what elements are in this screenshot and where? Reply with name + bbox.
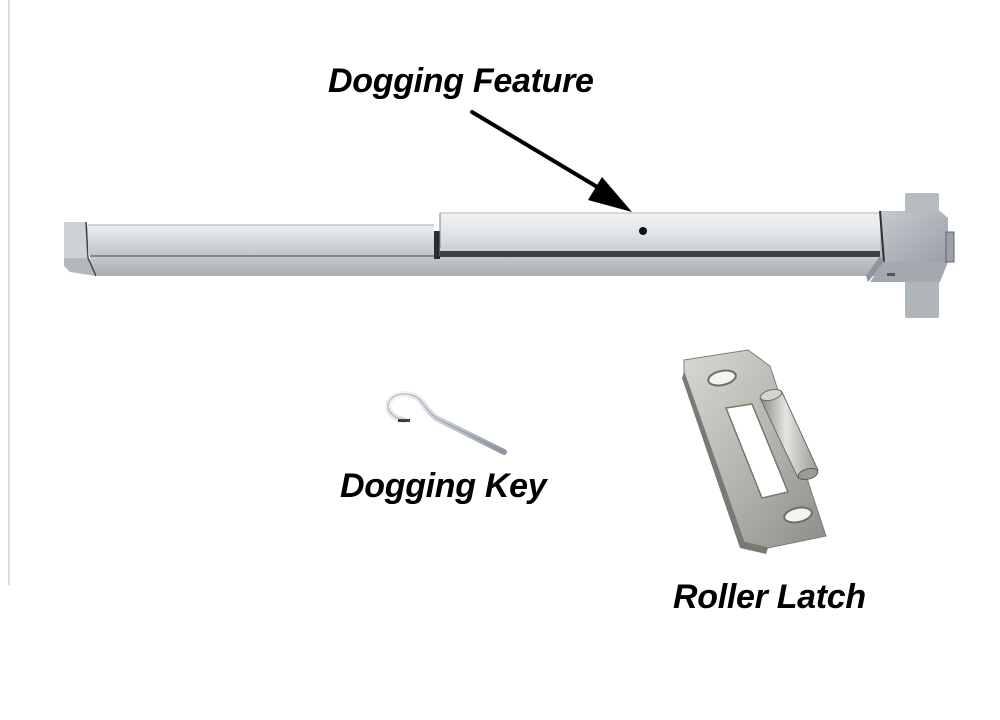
dogging-feature-arrow — [470, 110, 632, 212]
dogging-key — [384, 391, 507, 455]
left-edge-divider — [8, 0, 10, 585]
push-pad — [439, 212, 880, 257]
end-cap-latch-housing — [866, 193, 955, 318]
roller-latch-strike — [682, 349, 827, 554]
left-end-cap — [64, 221, 97, 277]
roller — [759, 388, 819, 480]
dogging-key-label: Dogging Key — [340, 467, 547, 505]
roller-latch-label: Roller Latch — [673, 578, 866, 616]
dogging-feature-label: Dogging Feature — [328, 62, 594, 100]
dogging-hole — [639, 227, 647, 235]
exit-bar — [64, 193, 955, 318]
